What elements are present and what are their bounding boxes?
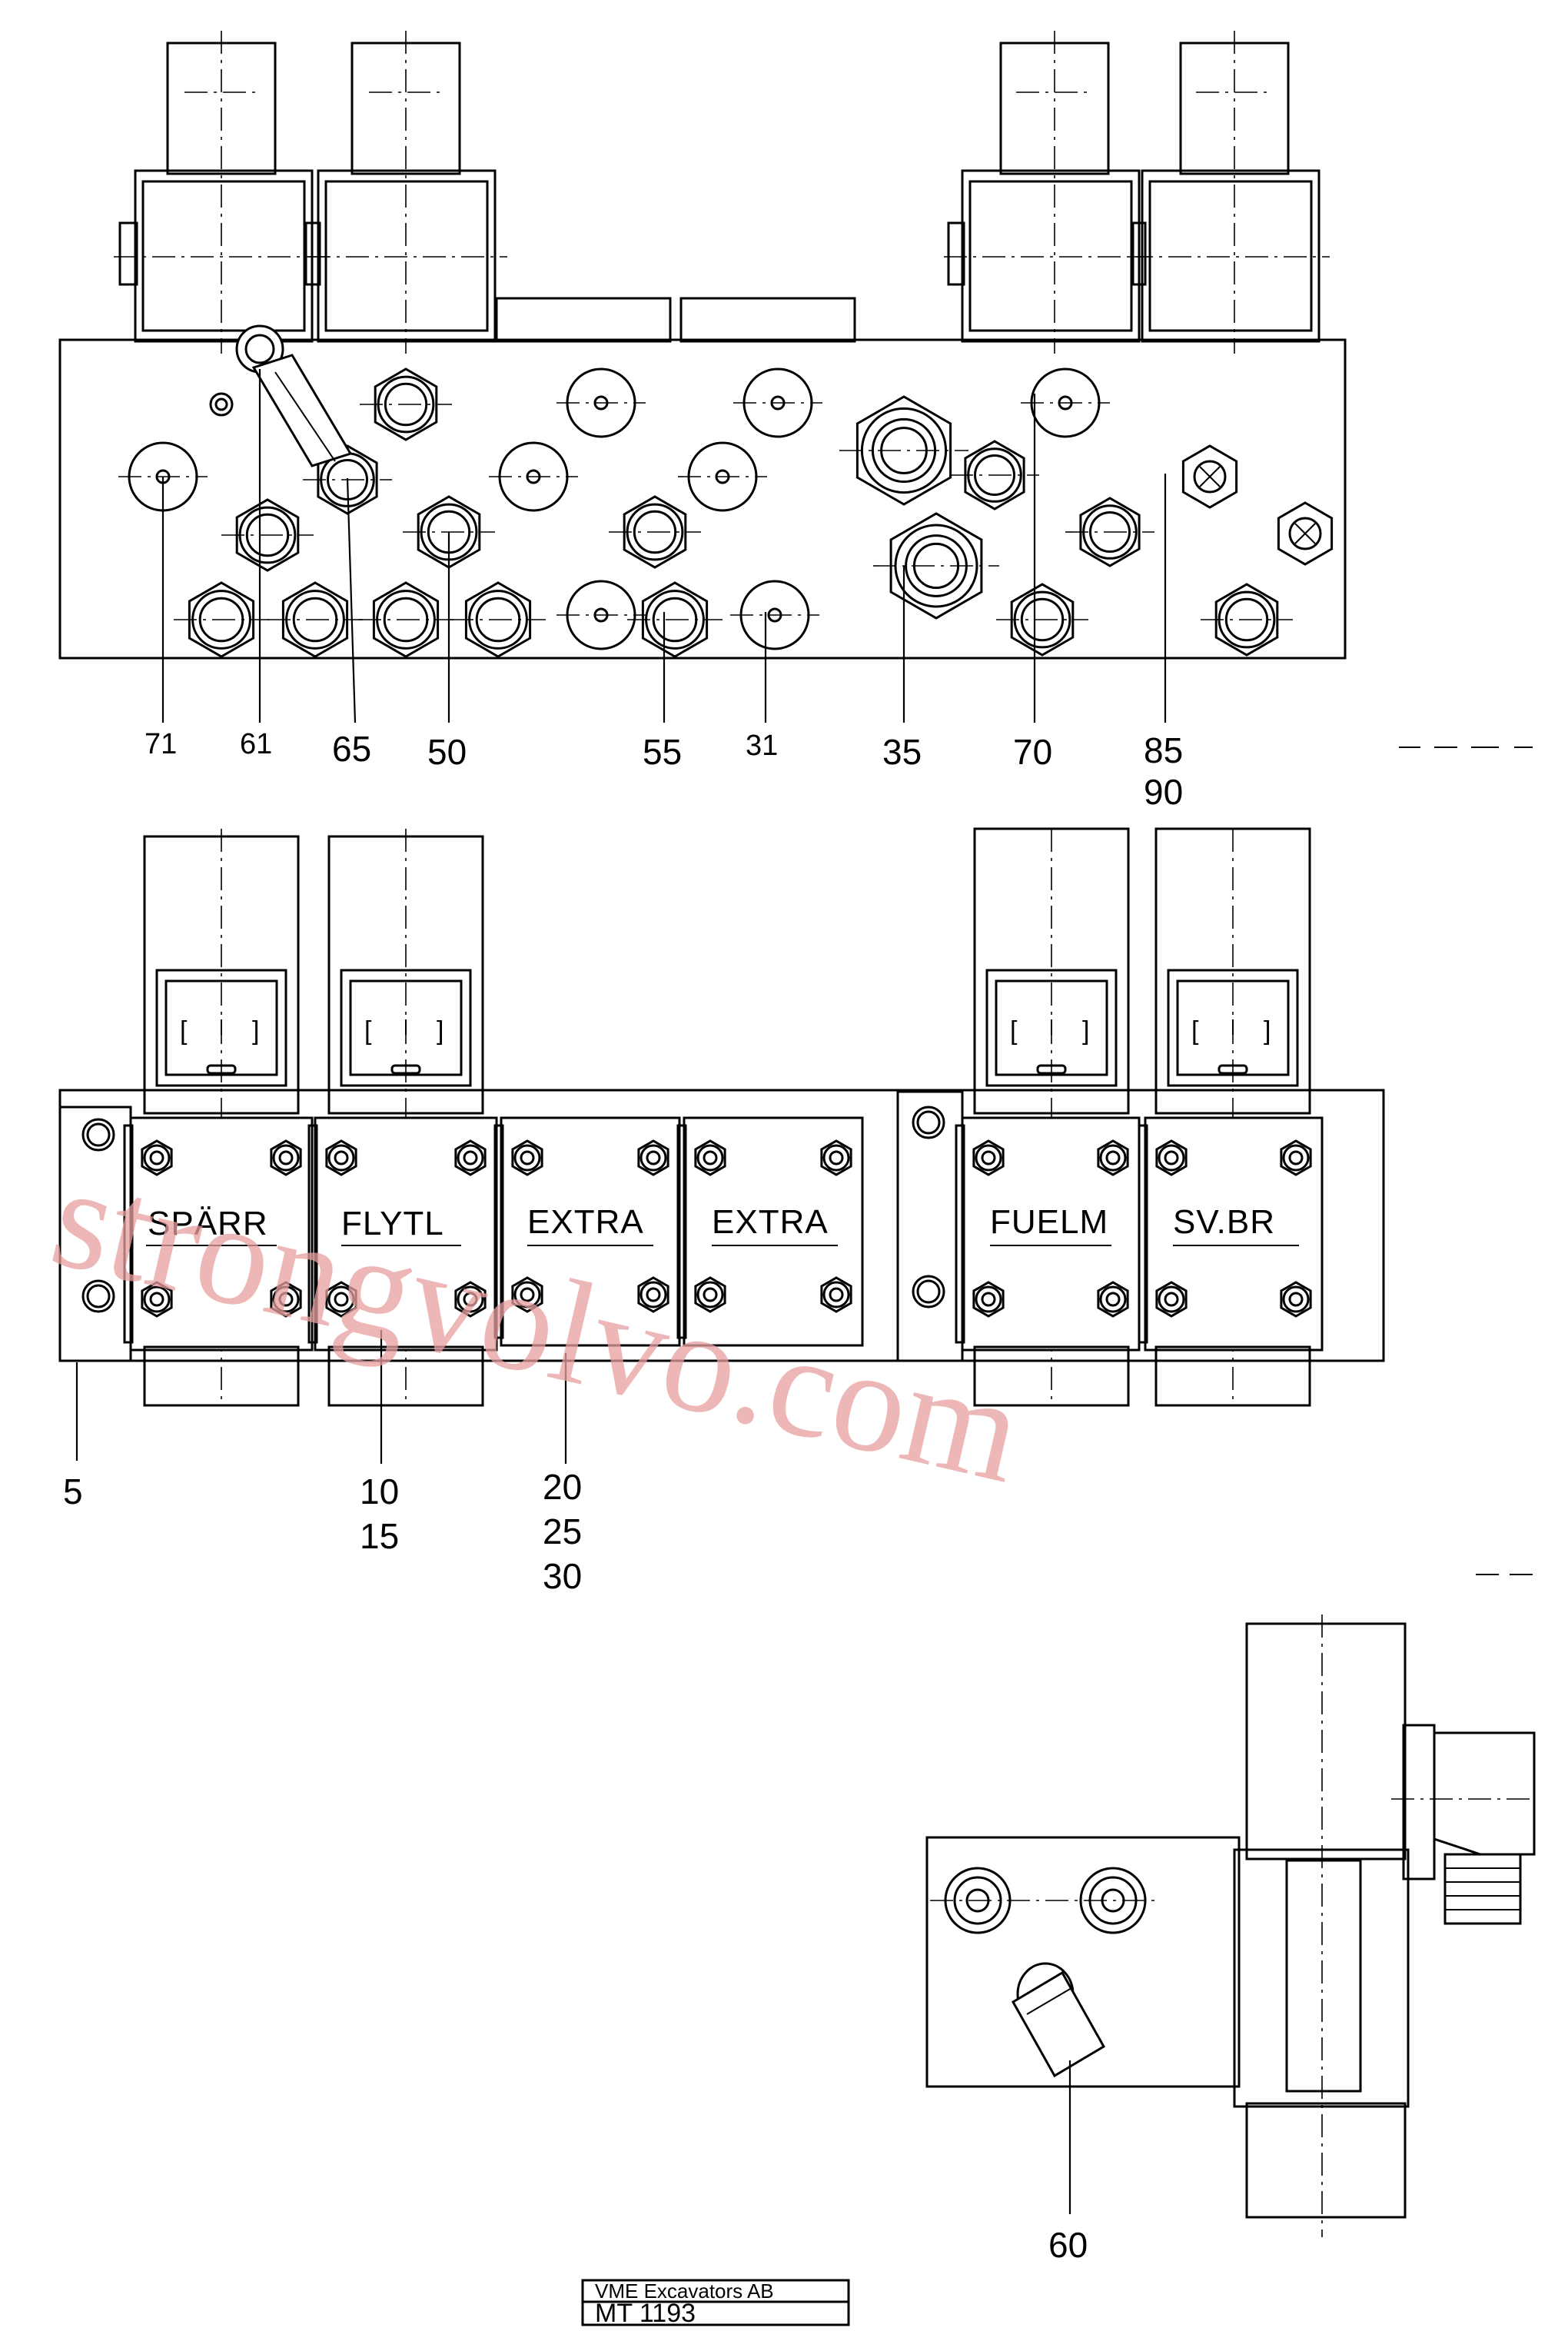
hex-port [950, 440, 1039, 510]
callout-31: 31 [746, 730, 778, 762]
svg-text:]: ] [252, 1016, 259, 1046]
middle-spacer [896, 1090, 964, 1362]
small-plug [209, 392, 234, 417]
plug-port [556, 580, 646, 650]
top-view: 71 61 65 50 55 31 35 70 85 90 [58, 31, 1533, 812]
end-plug [912, 1106, 945, 1139]
front-modules [81, 1090, 1324, 1362]
hex-port [627, 581, 723, 658]
svg-text:[: [ [1191, 1016, 1199, 1046]
hex-port [996, 583, 1088, 657]
callout-30: 30 [543, 1556, 582, 1596]
angle-fitting [235, 324, 353, 467]
callout-5: 5 [63, 1471, 83, 1511]
hex-port [174, 581, 269, 658]
plate-label-sparr: SPÄRR [148, 1205, 268, 1242]
title-block: VME Excavators AB MT 1193 [581, 2279, 850, 2328]
top-ports [118, 367, 1334, 658]
hex-port [1065, 497, 1154, 567]
valve-block-side [925, 1836, 1241, 2088]
valve-module [123, 1116, 314, 1352]
callout-15: 15 [360, 1516, 399, 1556]
elbow-fitting [1011, 1962, 1106, 2078]
front-view: [] [] [] [] [58, 827, 1533, 1596]
hex-port [873, 512, 999, 620]
front-bottom-coils [143, 1345, 1311, 1407]
svg-text:]: ] [1264, 1016, 1271, 1046]
side-view: 60 [925, 1614, 1536, 2265]
callout-20: 20 [543, 1467, 582, 1507]
solenoid-tops [114, 31, 1330, 354]
plug-port [733, 367, 822, 438]
svg-text:]: ] [437, 1016, 443, 1046]
valve-module [493, 1116, 681, 1347]
plate-label-extra-2: EXTRA [712, 1203, 829, 1241]
hex-port [221, 498, 314, 572]
hex-port [358, 581, 453, 658]
valve-module [307, 1116, 498, 1352]
callout-70: 70 [1013, 732, 1052, 772]
check-plug [1277, 501, 1334, 566]
callout-10: 10 [360, 1471, 399, 1511]
hex-port [360, 367, 452, 441]
valve-module [1138, 1116, 1324, 1352]
svg-text:[: [ [180, 1016, 188, 1046]
hex-port [1201, 583, 1293, 657]
end-plug [81, 1279, 115, 1313]
callout-25: 25 [543, 1511, 582, 1551]
plug-port [1021, 367, 1110, 438]
end-plug [912, 1275, 945, 1308]
valve-block-top [58, 338, 1347, 660]
callout-50: 50 [427, 732, 467, 772]
plug-port [556, 367, 646, 438]
plug-port [678, 441, 767, 512]
plug-port [489, 441, 578, 512]
svg-text:[: [ [364, 1016, 372, 1046]
check-plug [1181, 444, 1238, 509]
callout-55: 55 [643, 732, 682, 772]
callout-71: 71 [145, 728, 177, 760]
callout-65: 65 [332, 729, 371, 769]
callout-60: 60 [1048, 2225, 1088, 2265]
plug-port [730, 580, 819, 650]
callout-61: 61 [240, 728, 272, 760]
svg-text:]: ] [1082, 1016, 1089, 1046]
plate-label-svbr: SV.BR [1173, 1203, 1275, 1241]
valve-module [676, 1116, 864, 1347]
hex-port [267, 581, 363, 658]
callout-90: 90 [1144, 772, 1183, 812]
plate-label-flytl: FLYTL [341, 1205, 444, 1242]
end-plug [81, 1118, 115, 1152]
svg-text:[: [ [1010, 1016, 1018, 1046]
callout-85: 85 [1144, 730, 1183, 770]
top-leaders [161, 369, 1167, 723]
hex-port [450, 581, 546, 658]
hex-port [839, 395, 968, 506]
callout-35: 35 [882, 732, 922, 772]
title-block-company: VME Excavators AB [595, 2279, 774, 2303]
plate-label-fuelm: FUELM [990, 1203, 1108, 1241]
title-block-drawing-number: MT 1193 [595, 2299, 696, 2328]
hex-port [609, 495, 701, 569]
valve-module [955, 1116, 1141, 1352]
plate-label-extra-1: EXTRA [527, 1203, 644, 1241]
